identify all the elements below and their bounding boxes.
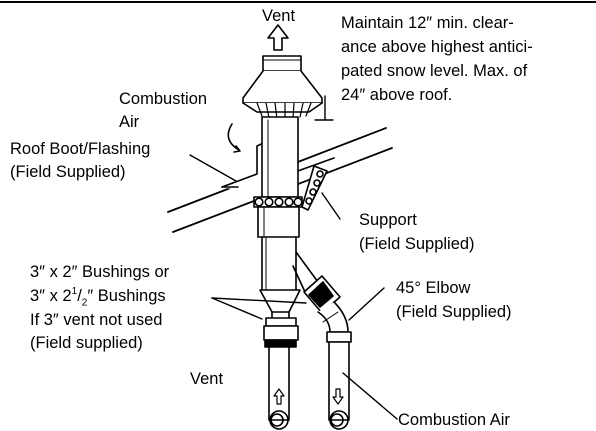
clearance-dimension-bracket	[314, 95, 334, 121]
reducer-bushing	[259, 289, 301, 348]
vent-pipe-bottom	[268, 346, 290, 430]
combustion-air-branch	[292, 251, 341, 314]
combustion-air-arrowhead-icon	[233, 145, 241, 153]
roof-boot-label-line-2: (Field Supplied)	[10, 163, 126, 181]
vent-up-arrow-icon	[267, 24, 289, 51]
termination-cap	[242, 55, 323, 120]
bushings-label-line-1: 3″ x 2″ Bushings or	[30, 263, 170, 281]
support-bar	[301, 165, 328, 211]
leader-lines	[189, 154, 398, 420]
clearance-note-line-1: Maintain 12″ min. clear-	[341, 14, 514, 32]
support-clamp	[253, 196, 303, 208]
clearance-note-line-3: pated snow level. Max. of	[341, 62, 528, 80]
clearance-note-line-2: ance above highest antici-	[341, 38, 533, 56]
vent-top-label: Vent	[262, 7, 296, 25]
bushings-label-line-3: If 3″ vent not used	[30, 311, 163, 329]
combustion-air-pipe-bottom	[328, 341, 350, 430]
bushings-label-line-2: 3″ x 21/2″ Bushings	[30, 285, 166, 309]
support-label-line-2: (Field Supplied)	[359, 235, 475, 253]
combustion-air-top-label-line-1: Combustion	[119, 90, 208, 108]
elbow-label-line-1: 45° Elbow	[396, 279, 471, 297]
roof-boot-label-line-1: Roof Boot/Flashing	[10, 140, 151, 158]
combustion-air-arrow-icon	[227, 123, 240, 151]
clearance-note-line-4: 24″ above roof.	[341, 86, 453, 104]
vent-flow-up-arrow-icon	[273, 388, 285, 405]
elbow-45	[317, 301, 352, 343]
vent-bottom-label: Vent	[190, 370, 224, 388]
elbow-label-line-2: (Field Supplied)	[396, 303, 512, 321]
combustion-air-bottom-label: Combustion Air	[398, 411, 510, 429]
vent-pipe-lower	[257, 206, 300, 291]
combustion-air-top-label-line-2: Air	[119, 113, 140, 131]
support-label-line-1: Support	[359, 211, 417, 229]
air-flow-down-arrow-icon	[332, 388, 344, 405]
bushings-label-line-4: (Field supplied)	[30, 334, 143, 352]
vent-pipe-upper	[261, 116, 299, 198]
